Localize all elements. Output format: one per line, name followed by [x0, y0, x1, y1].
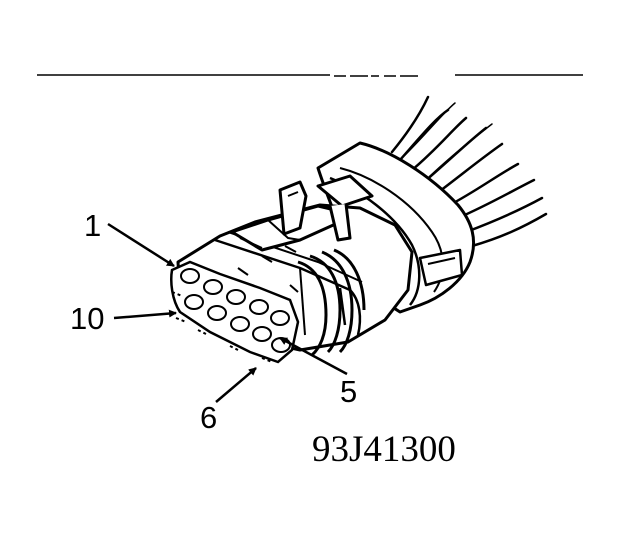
leader-5: [279, 336, 348, 376]
leader-10: [113, 309, 177, 320]
figure-id: 93J41300: [312, 429, 456, 470]
connector-face: [170, 260, 300, 364]
terminal-cavities: [180, 268, 291, 353]
callout-5: 5: [340, 374, 358, 409]
wire-bundle: [390, 95, 548, 248]
leader-1: [107, 222, 175, 268]
lock-bands: [297, 248, 366, 357]
callout-1: 1: [84, 208, 102, 243]
locking-latch: [230, 174, 374, 252]
callout-6: 6: [200, 400, 218, 435]
leader-arrows: [107, 222, 348, 403]
callout-10: 10: [70, 301, 105, 336]
leader-6: [215, 367, 257, 403]
header-rule: [37, 74, 583, 77]
